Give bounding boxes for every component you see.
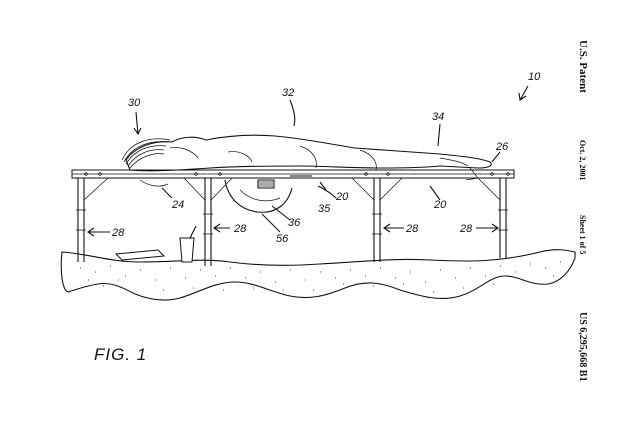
cup — [179, 237, 195, 263]
ref-34: 34 — [432, 111, 444, 123]
ground — [60, 249, 576, 301]
ref-36: 36 — [288, 217, 301, 229]
feet — [465, 167, 479, 181]
ref-26: 26 — [495, 141, 509, 153]
person — [121, 134, 492, 187]
header-patent-office: U.S. Patent — [577, 40, 589, 93]
frame-rivets — [84, 172, 510, 176]
header-patent-number: US 6,295,668 B1 — [577, 312, 588, 381]
ref-28-far-right: 28 — [459, 223, 473, 235]
leader-lines — [87, 85, 529, 237]
ref-35: 35 — [318, 203, 331, 215]
table-legs — [76, 176, 508, 266]
table-frame — [71, 169, 515, 189]
ref-24: 24 — [171, 199, 184, 211]
reference-numerals: 10 30 32 34 26 24 20 35 36 56 20 28 28 2… — [111, 71, 541, 245]
face-through-opening — [139, 179, 169, 187]
header-date: Oct. 2, 2001 — [578, 140, 587, 180]
ref-20-right: 20 — [433, 199, 447, 211]
header-sheet: Sheet 1 of 5 — [578, 215, 587, 254]
tray — [114, 249, 166, 261]
ref-30: 30 — [128, 97, 141, 109]
ref-28-far-left: 28 — [111, 227, 125, 239]
patent-header: U.S. Patent Oct. 2, 2001 Sheet 1 of 5 US… — [577, 40, 589, 381]
straw — [189, 225, 197, 239]
ref-28-center-left: 28 — [233, 223, 247, 235]
breast-support — [224, 179, 293, 213]
vent-panel — [257, 179, 275, 189]
ref-28-center-right: 28 — [405, 223, 419, 235]
ref-56: 56 — [276, 233, 289, 245]
hair — [121, 138, 171, 169]
ground-stipple — [80, 261, 561, 293]
ref-32: 32 — [282, 87, 294, 99]
floor-items — [114, 225, 197, 263]
ref-20-center: 20 — [335, 191, 349, 203]
figure-label: FIG. 1 — [94, 345, 147, 364]
ref-10: 10 — [528, 71, 541, 83]
